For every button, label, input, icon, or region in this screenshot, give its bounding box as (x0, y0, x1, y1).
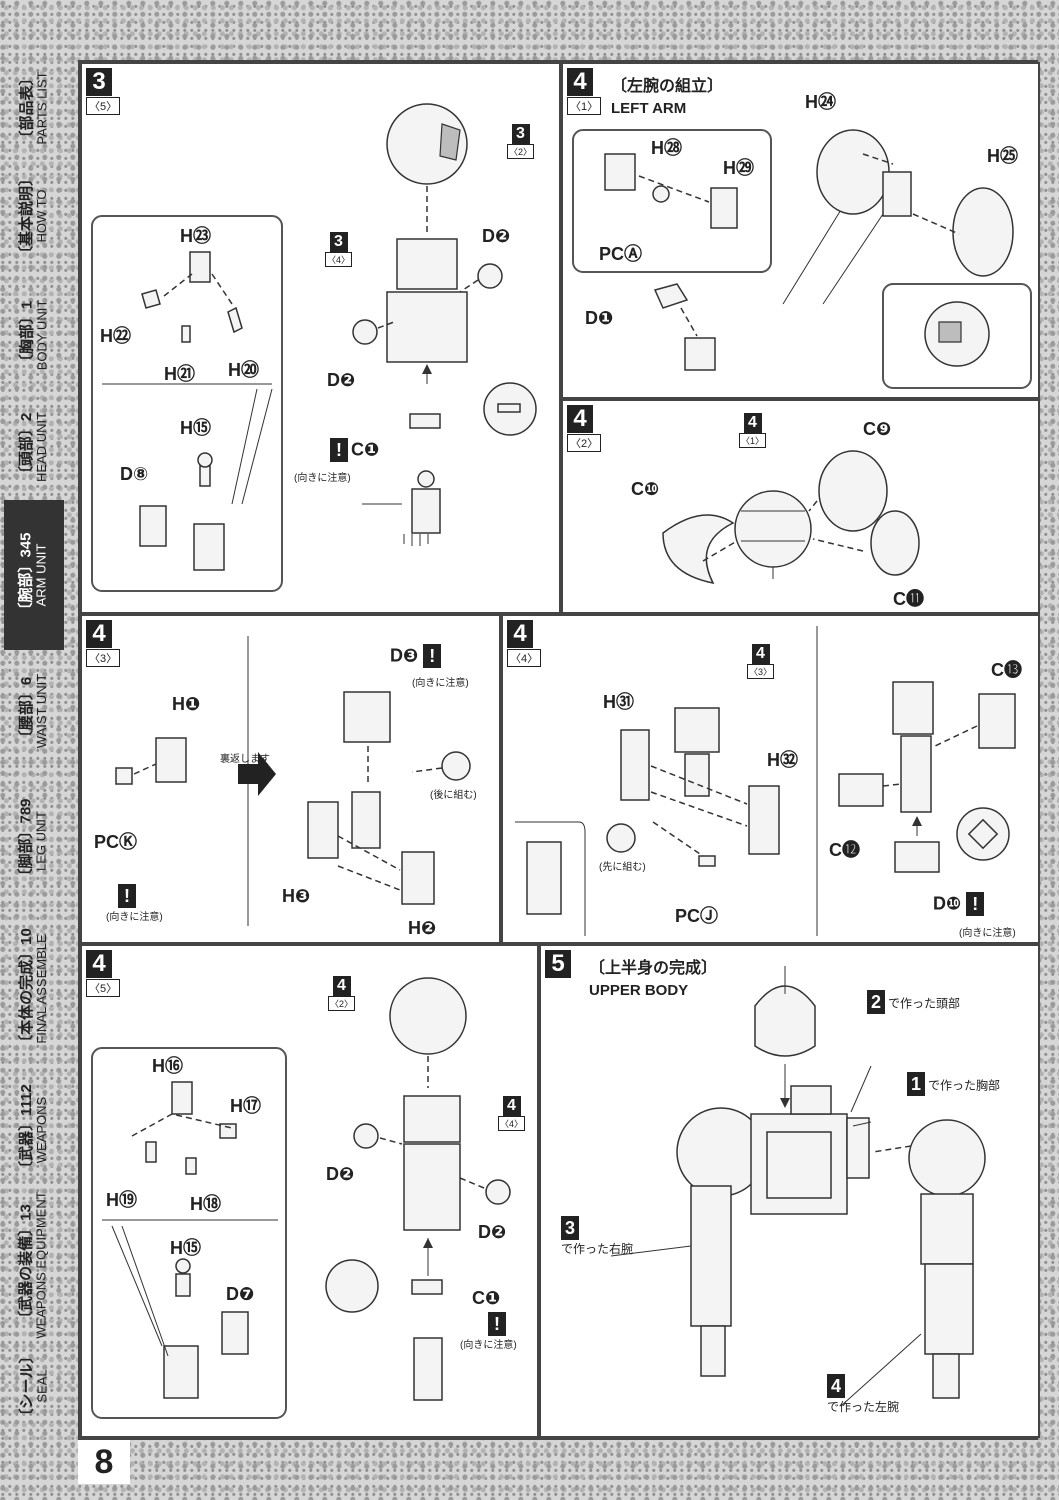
flip-note: 裏返します (220, 754, 270, 765)
part-label: H❸ (282, 886, 311, 906)
caution-note: !(向きに注意) (106, 884, 163, 923)
part-label: PCⒶ (599, 244, 643, 264)
part-label: H⑰ (230, 1096, 261, 1116)
reference-step: 4〈4〉 (498, 1096, 526, 1131)
part-label: PCⒿ (675, 906, 719, 926)
orientation-note: (向きに注意) (412, 678, 469, 689)
part-label: H⑱ (190, 1194, 221, 1214)
part-label: H❶ (172, 694, 201, 714)
part-label: H㉘ (651, 138, 682, 158)
panel-step-4-3: 4〈3〉 H❶ PCⓀ !(向きに注意) 裏返します D❸ ! (向きに注意) … (80, 614, 501, 944)
orientation-note: (向きに注意) (959, 928, 1016, 939)
assemble-first-note: (先に組む) (599, 862, 646, 873)
reference-step: 3〈4〉 (325, 232, 353, 267)
part-label: H⑲ (106, 1190, 137, 1210)
reference-step: 4〈2〉 (328, 976, 356, 1011)
part-label: PCⓀ (94, 832, 138, 852)
step-4-3-illustration (115, 636, 471, 926)
step-4-1-illustration (572, 129, 1032, 389)
tab-how-to[interactable]: 〔基本説明〕HOW TO (18, 170, 50, 261)
panel-step-4-2: 4〈2〉 4〈1〉 C❾ C❿ C⓫ (561, 399, 1040, 614)
part-label: D❸ ! (390, 644, 444, 668)
caution-icon: ! (966, 892, 985, 916)
part-label: H㉒ (100, 326, 131, 346)
reference-step: 3〈2〉 (507, 124, 535, 159)
reference-step: 4〈3〉 (747, 644, 775, 679)
step-title: 〔左腕の組立〕LEFT ARM (611, 78, 724, 117)
part-label: H⑯ (152, 1056, 183, 1076)
part-label: D❶ (585, 308, 614, 328)
caution-icon: ! (118, 884, 136, 908)
step-number: 4〈5〉 (86, 950, 121, 997)
panel-step-3-5: 3〈5〉 3〈2〉 3〈4〉 H㉓ H㉒ H㉑ H⑳ H⑮ D⑧ D❷ D❷ !… (80, 62, 561, 614)
instruction-frame: 3〈5〉 3〈2〉 3〈4〉 H㉓ H㉒ H㉑ H⑳ H⑮ D⑧ D❷ D❷ !… (78, 60, 1040, 1440)
step-number: 5 (545, 950, 571, 978)
part-label: H㉕ (987, 146, 1018, 166)
orientation-note: (向きに注意) (294, 473, 351, 484)
step-4-5-illustration (91, 977, 511, 1419)
part-label: D⑧ (120, 464, 149, 484)
part-label: C⓭ (991, 660, 1022, 680)
part-label: C❾ (863, 419, 892, 439)
step-number: 4〈1〉 (567, 68, 602, 115)
assemble-later-note: (後に組む) (430, 790, 477, 801)
part-label: D❷ (327, 370, 356, 390)
panel-step-4-1: 4〈1〉 〔左腕の組立〕LEFT ARM H㉘ H㉙ PCⒶ D❶ H㉔ H㉕ (561, 62, 1040, 399)
step-5-illustration (610, 966, 986, 1407)
step-number: 4〈3〉 (86, 620, 121, 667)
part-label: H㉛ (603, 692, 634, 712)
part-label: !C❶ (330, 438, 379, 462)
step-title: 〔上半身の完成〕UPPER BODY (589, 960, 718, 999)
part-label: C❶ (472, 1288, 501, 1308)
part-label: H㉔ (805, 92, 836, 112)
part-label: D❷ (482, 226, 511, 246)
part-label: D❷ (326, 1164, 355, 1184)
part-label: H㉑ (164, 364, 195, 384)
step-4-4-illustration (515, 626, 1016, 936)
page-number: 8 (78, 1440, 130, 1484)
caution-note: !(向きに注意) (460, 1312, 517, 1351)
part-label: H⑳ (228, 360, 259, 380)
part-label: H❷ (408, 918, 437, 938)
step-number: 4〈2〉 (567, 405, 602, 452)
part-label: H㉙ (723, 158, 754, 178)
tab-parts-list[interactable]: 〔部品表〕PARTS LIST (18, 69, 50, 146)
part-label: C⓬ (829, 840, 860, 860)
caution-icon: ! (488, 1312, 506, 1336)
part-label: H㉜ (767, 750, 798, 770)
part-label: D❷ (478, 1222, 507, 1242)
part-label: D❿ ! (933, 892, 987, 916)
part-label: C❿ (631, 479, 660, 499)
caution-icon: ! (330, 438, 348, 462)
part-label: D❼ (226, 1284, 255, 1304)
panel-step-4-5: 4〈5〉 4〈2〉 4〈4〉 H⑯ H⑰ H⑲ H⑱ H⑮ D❼ D❷ D❷ C… (80, 944, 539, 1438)
part-label: H⑮ (180, 418, 211, 438)
step-3-5-illustration (91, 103, 537, 592)
step-number: 4〈4〉 (507, 620, 542, 667)
caution-icon: ! (423, 644, 442, 668)
part-label: H⑮ (170, 1238, 201, 1258)
step-4-2-illustration (662, 450, 920, 585)
reference-step: 4〈1〉 (739, 413, 767, 448)
part-label: C⓫ (893, 589, 924, 609)
part-label: H㉓ (180, 226, 211, 246)
panel-step-4-4: 4〈4〉 4〈3〉 H㉛ H㉜ (先に組む) PCⒿ C⓭ C⓬ D❿ ! (向… (501, 614, 1040, 944)
step-number: 3〈5〉 (86, 68, 121, 115)
tab-seal[interactable]: 〔シール〕SEAL (18, 1347, 50, 1424)
